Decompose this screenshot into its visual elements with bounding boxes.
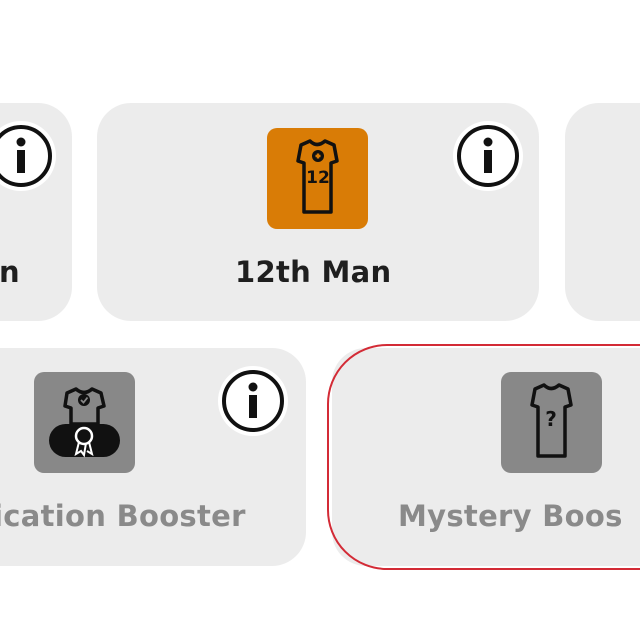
info-icon [457,125,519,187]
booster-card-certification-booster[interactable]: ication Booster [0,348,306,566]
shirt-plus-12-icon: 12 [296,139,339,214]
shirt-question-icon: ? [530,383,573,458]
jersey-number: 12 [306,168,330,188]
card-label: ication Booster [0,499,246,533]
info-button[interactable] [0,121,56,191]
booster-icon-tile: 12 [267,128,368,229]
info-button[interactable] [218,366,288,436]
info-icon [0,125,52,187]
booster-icon-tile [34,372,135,473]
booster-card-partial-right[interactable] [565,103,640,321]
question-glyph: ? [545,407,557,431]
booster-card-12th-man[interactable]: 12 12th Man [97,103,539,321]
info-icon [222,370,284,432]
card-label: n [0,255,20,289]
selection-outline [327,344,640,570]
booster-card-partial-left[interactable]: n [0,103,72,321]
shirt-certificate-icon [49,387,120,458]
card-label: Mystery Boos [398,499,623,533]
info-button[interactable] [453,121,523,191]
booster-icon-tile: ? [501,372,602,473]
card-label: 12th Man [235,255,392,289]
